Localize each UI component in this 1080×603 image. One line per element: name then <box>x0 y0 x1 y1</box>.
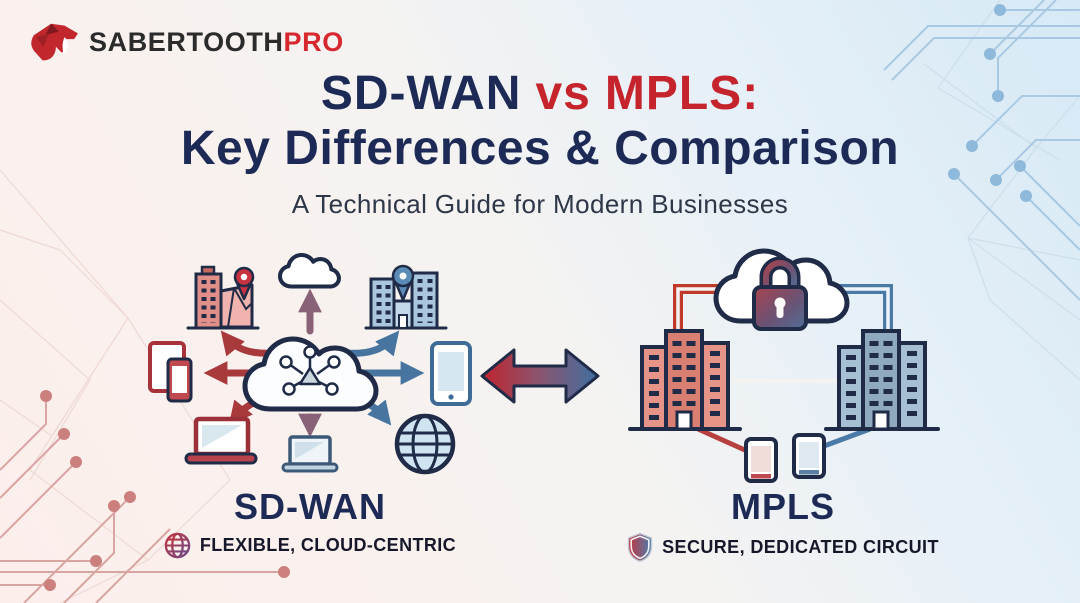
mpls-label-block: MPLS SECURE, DEDICATED CIRCUIT <box>608 489 958 562</box>
sdwan-diagram <box>148 252 472 475</box>
mpls-name: MPLS <box>730 486 835 527</box>
title-sdwan: SD-WAN <box>320 67 522 120</box>
page-title-line2: Key Differences & Comparison <box>180 122 900 175</box>
smartphone-icon <box>744 437 778 483</box>
office-building-icon <box>628 329 742 431</box>
tablet-phone-icon <box>148 341 193 403</box>
title-mpls: MPLS: <box>604 67 760 120</box>
brand-logo: SABERTOOTHPRO <box>26 18 344 66</box>
brand-accent: PRO <box>283 26 344 57</box>
office-building-icon <box>824 329 940 431</box>
office-map-pin-icon <box>186 265 260 330</box>
title-block: SD-WAN vs MPLS: Key Differences & Compar… <box>0 70 1080 220</box>
page-title: SD-WAN vs MPLS: <box>0 70 1080 118</box>
smartphone-icon <box>792 433 826 479</box>
shield-icon <box>627 532 653 562</box>
sabertooth-cat-icon <box>31 23 78 61</box>
brand-name: SABERTOOTHPRO <box>89 26 344 57</box>
globe-icon <box>164 532 191 559</box>
mpls-tagline: SECURE, DEDICATED CIRCUIT <box>662 536 939 557</box>
sdwan-label-block: SD-WAN FLEXIBLE, CLOUD-CENTRIC <box>140 489 480 559</box>
sdwan-tagline: FLEXIBLE, CLOUD-CENTRIC <box>199 535 457 555</box>
bidirectional-arrow-icon <box>480 348 600 404</box>
globe-icon <box>394 413 456 475</box>
circuit-lines <box>673 284 893 458</box>
sdwan-name: SD-WAN <box>234 486 386 527</box>
cloud-network-hub-icon <box>242 336 379 412</box>
cloud-icon <box>277 252 341 289</box>
office-buildings-pin-icon <box>364 264 448 330</box>
secure-cloud-lock-icon <box>713 248 850 331</box>
brand-primary: SABERTOOTH <box>89 26 284 57</box>
title-vs: vs <box>535 67 591 120</box>
page-subtitle: A Technical Guide for Modern Businesses <box>291 189 789 219</box>
laptop-icon <box>281 435 339 473</box>
mpls-diagram <box>628 248 940 483</box>
smartphone-icon <box>430 341 472 406</box>
laptop-icon <box>184 416 258 465</box>
